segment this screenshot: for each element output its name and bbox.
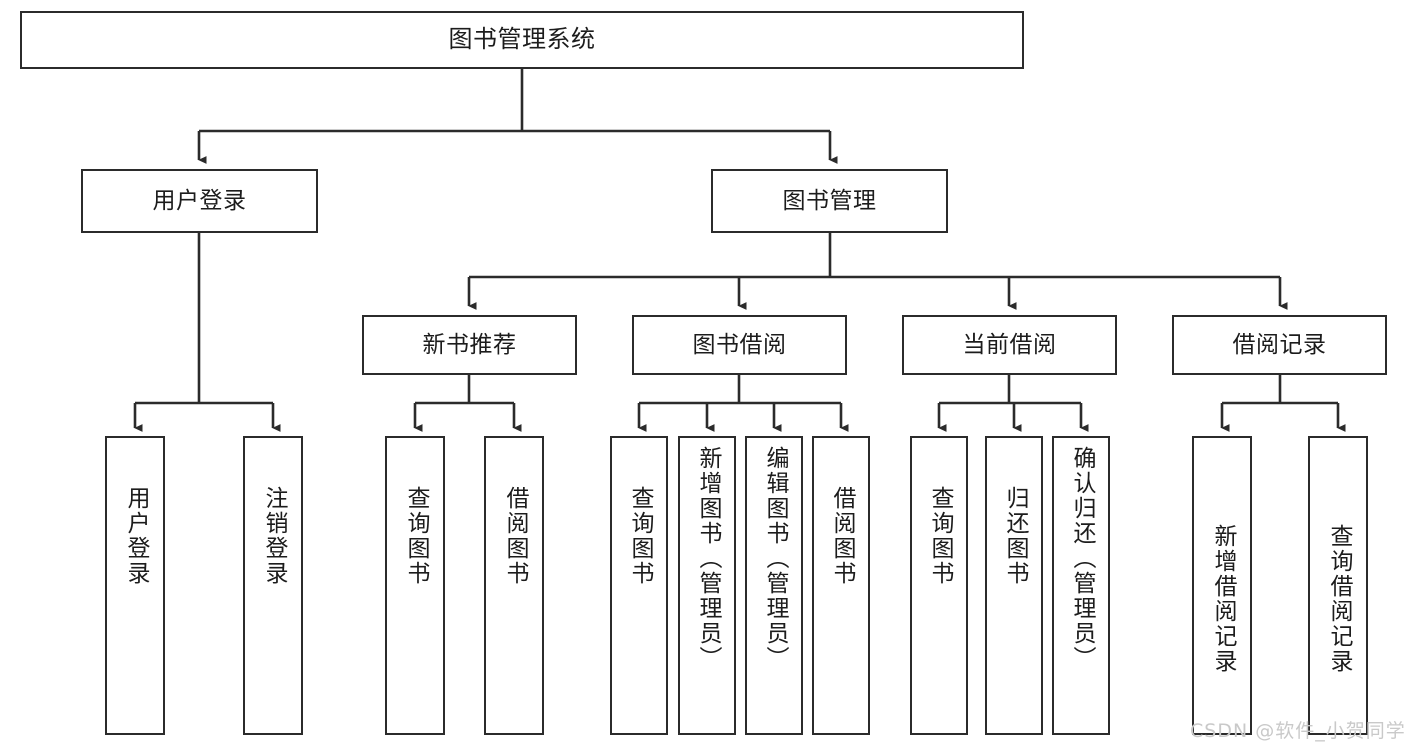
node-leaf-confirm-return[interactable]: 确认归还（管理员） [1052, 436, 1110, 735]
node-leaf-logout[interactable]: 注销登录 [243, 436, 303, 735]
node-label: 用户登录 [152, 187, 247, 214]
node-leaf-query-book-current[interactable]: 查询图书 [910, 436, 968, 735]
node-leaf-add-book[interactable]: 新增图书（管理员） [678, 436, 736, 735]
node-label: 当前借阅 [962, 331, 1057, 358]
node-label: 借阅图书 [828, 486, 855, 586]
node-leaf-query-borrow-record[interactable]: 查询借阅记录 [1308, 436, 1368, 735]
node-leaf-return-book[interactable]: 归还图书 [985, 436, 1043, 735]
node-label: 查询图书 [402, 486, 429, 586]
node-label: 借阅图书 [501, 486, 528, 586]
node-leaf-query-book-borrow[interactable]: 查询图书 [610, 436, 668, 735]
node-leaf-user-login[interactable]: 用户登录 [105, 436, 165, 735]
node-current-borrow[interactable]: 当前借阅 [902, 315, 1117, 375]
node-leaf-borrow-book[interactable]: 借阅图书 [812, 436, 870, 735]
node-label: 归还图书 [1001, 486, 1028, 586]
node-label: 图书管理 [782, 187, 877, 214]
node-label: 用户登录 [122, 486, 149, 586]
node-leaf-add-borrow-record[interactable]: 新增借阅记录 [1192, 436, 1252, 735]
node-label: 确认归还（管理员） [1068, 446, 1095, 671]
node-label: 图书管理系统 [448, 25, 596, 54]
node-label: 借阅记录 [1232, 331, 1327, 358]
csdn-watermark: CSDN @软件_小贺同学 [1190, 720, 1405, 742]
node-label: 查询借阅记录 [1325, 524, 1352, 674]
node-label: 编辑图书（管理员） [761, 446, 788, 671]
node-book-borrow[interactable]: 图书借阅 [632, 315, 847, 375]
node-borrow-record[interactable]: 借阅记录 [1172, 315, 1387, 375]
node-leaf-edit-book[interactable]: 编辑图书（管理员） [745, 436, 803, 735]
node-root[interactable]: 图书管理系统 [20, 11, 1024, 69]
node-label: 新增借阅记录 [1209, 524, 1236, 674]
node-label: 查询图书 [926, 486, 953, 586]
node-label: 图书借阅 [692, 331, 787, 358]
node-book-manage[interactable]: 图书管理 [711, 169, 948, 233]
node-leaf-query-book-recommend[interactable]: 查询图书 [385, 436, 445, 735]
node-new-book-recommend[interactable]: 新书推荐 [362, 315, 577, 375]
node-label: 新增图书（管理员） [694, 446, 721, 671]
node-label: 注销登录 [260, 486, 287, 586]
node-label: 查询图书 [626, 486, 653, 586]
node-label: 新书推荐 [422, 331, 517, 358]
node-leaf-borrow-book-recommend[interactable]: 借阅图书 [484, 436, 544, 735]
node-user-login[interactable]: 用户登录 [81, 169, 318, 233]
